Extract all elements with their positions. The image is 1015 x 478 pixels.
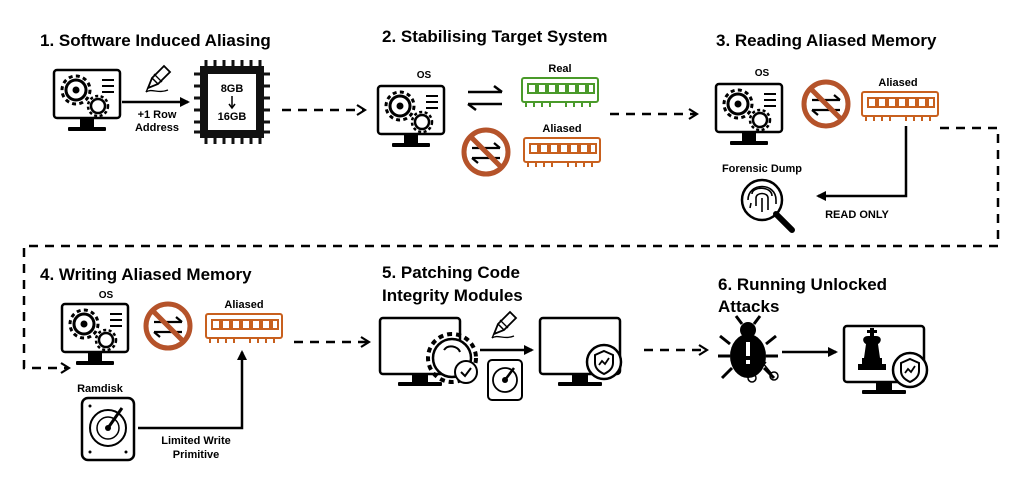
chip-size-from: 8GB [221,83,244,95]
os-label: OS [755,68,770,79]
aliased-ram-label: Aliased [878,77,917,89]
step-2: 2. Stabilising Target System OS Real Ali… [376,27,607,174]
aliased-ram-label: Aliased [542,123,581,135]
step-5-title-line-2: Integrity Modules [382,286,523,305]
gear-check-icon [426,332,478,384]
computer-gear-icon [376,84,446,149]
memory-chip-icon: 8GB 16GB [194,60,270,144]
swap-arrows-icon [466,84,504,112]
computer-gear-icon [714,82,784,147]
prohibited-swap-icon [804,82,848,126]
ramdisk-drive-icon [80,396,136,462]
step-1-title: 1. Software Induced Aliasing [40,31,271,50]
fingerprint-magnifier-icon [740,178,795,233]
chip-size-to: 16GB [218,111,247,123]
pen-icon [491,311,517,339]
step-5: 5. Patching Code Integrity Modules [378,263,623,401]
step-6-title-line-2: Attacks [718,297,779,316]
computer-gear-icon [52,68,122,133]
disk-drive-icon [487,359,523,401]
shield-badge-icon [891,351,929,389]
step-5-title-line-1: 5. Patching Code [382,263,520,282]
scissors-icon [747,361,779,383]
os-label: OS [417,70,432,81]
step-6-title-line-1: 6. Running Unlocked [718,275,887,294]
aliased-ram-stick-icon [205,313,283,343]
aliased-ram-stick-icon [861,91,939,121]
pen-icon [145,65,171,93]
read-arrow [816,126,908,201]
write-arrow [138,350,247,430]
step-4: 4. Writing Aliased Memory OS Aliased Ram… [40,265,283,462]
forensic-dump-label: Forensic Dump [722,163,802,175]
step-2-title: 2. Stabilising Target System [382,27,607,46]
row-address-label-2: Address [135,122,179,134]
ramdisk-label: Ramdisk [77,383,124,395]
computer-gear-icon [60,302,130,367]
limited-write-label-2: Primitive [173,449,219,461]
step-4-title: 4. Writing Aliased Memory [40,265,252,284]
row-address-label-1: +1 Row [138,109,177,121]
aliased-ram-label: Aliased [224,299,263,311]
read-only-label: READ ONLY [825,209,889,221]
prohibited-swap-icon [464,130,508,174]
real-ram-label: Real [548,63,571,75]
bug-icon [718,315,778,380]
real-ram-stick-icon [521,77,599,107]
chess-king-icon [858,328,886,370]
prohibited-swap-icon [146,304,190,348]
limited-write-label-1: Limited Write [161,435,230,447]
step-1: 1. Software Induced Aliasing +1 Row Addr… [40,31,271,144]
flow-arrow-3-4 [22,126,1000,368]
step-3-title: 3. Reading Aliased Memory [716,31,937,50]
step-3: 3. Reading Aliased Memory OS Aliased REA… [714,31,939,233]
os-label: OS [99,290,114,301]
shield-badge-icon [585,343,623,381]
aliased-ram-stick-icon [523,137,601,167]
step-6: 6. Running Unlocked Attacks [718,275,929,396]
